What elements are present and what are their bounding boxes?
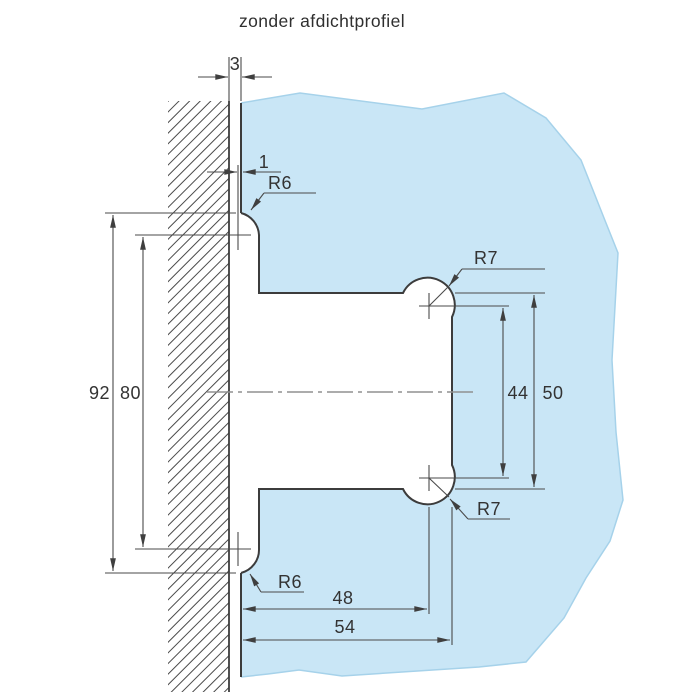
radius-label-r6-top: R6 [268, 173, 292, 193]
glass-pane-broken-edge [240, 92, 624, 678]
dim-label-1: 1 [259, 152, 270, 172]
leader-r7-bottom-arrow [449, 498, 469, 520]
leader-r7-top-arrow [448, 268, 463, 287]
leader-r6-bottom-arrow [249, 573, 262, 593]
dim-label-44: 44 [507, 383, 528, 403]
leader-r6-top-arrow [250, 192, 265, 211]
radius-label-r7-top: R7 [474, 248, 498, 268]
dim-label-48: 48 [332, 588, 353, 608]
drill-hole-top-center-cross [419, 286, 509, 319]
drawing-title: zonder afdichtprofiel [239, 11, 405, 31]
dim-label-92: 92 [89, 383, 110, 403]
wall-hatch [168, 101, 229, 692]
dim-label-80: 80 [120, 383, 141, 403]
radius-leaders [249, 192, 545, 593]
dim-label-50: 50 [542, 383, 563, 403]
drill-hole-bottom-center-cross [419, 465, 509, 498]
radius-label-r6-bottom: R6 [278, 572, 302, 592]
dim-label-3: 3 [230, 54, 241, 74]
extension-lines [105, 57, 545, 645]
dim-label-54: 54 [334, 617, 355, 637]
hinge-cutout-outline [240, 212, 456, 574]
hinge-cutout [241, 213, 455, 573]
radius-label-r7-bottom: R7 [477, 499, 501, 519]
dimension-lines [110, 74, 537, 643]
